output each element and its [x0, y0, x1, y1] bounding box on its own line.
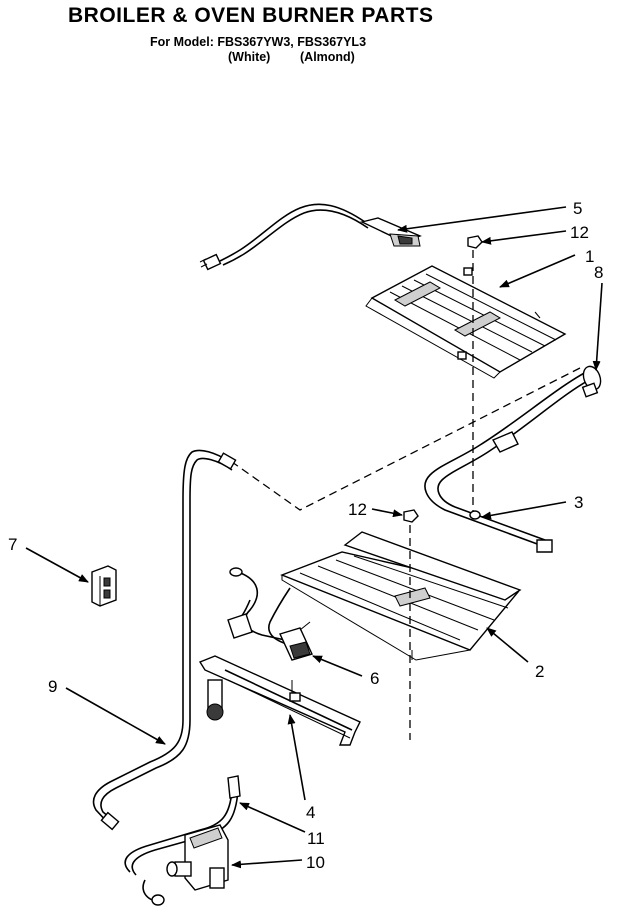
oven-burner-baffle: [280, 531, 522, 661]
callout-9: 9: [48, 677, 57, 696]
callout-5: 5: [573, 199, 582, 218]
arrow-icon: [231, 859, 303, 869]
callout-2: 2: [535, 662, 544, 681]
gas-supply-tube: [92, 449, 237, 831]
callout-6: 6: [370, 669, 379, 688]
arrow-icon: [371, 508, 403, 518]
callout-11: 11: [307, 829, 325, 848]
connection-line: [231, 367, 581, 511]
arrow-icon: [65, 687, 166, 745]
callout-10: 10: [306, 853, 325, 872]
arrow-icon: [397, 206, 567, 233]
oven-igniter: [227, 567, 313, 661]
arrow-icon: [499, 254, 576, 288]
callout-labels: 5 12 1 8 3 12 2 6 7 9 4 11 10: [8, 199, 603, 872]
callout-4: 4: [306, 803, 315, 822]
arrow-icon: [481, 501, 567, 520]
burner-valve: [124, 775, 241, 906]
variant-almond: (Almond): [300, 50, 355, 64]
callout-3: 3: [574, 493, 583, 512]
leader-arrows: [25, 206, 603, 869]
model-line: For Model: FBS367YW3, FBS367YL3: [150, 35, 367, 49]
page-title: BROILER & OVEN BURNER PARTS: [68, 4, 434, 27]
arrow-icon: [25, 547, 89, 583]
callout-12-mid: 12: [348, 500, 367, 519]
broiler-burner-baffle: [365, 265, 567, 379]
arrow-icon: [239, 802, 306, 833]
callout-12-top: 12: [570, 223, 589, 242]
igniter-switch: [91, 565, 117, 607]
nut-icon: [467, 235, 483, 249]
arrow-icon: [592, 282, 603, 371]
nut-icon: [403, 509, 419, 523]
callout-1: 1: [585, 247, 594, 266]
callout-8: 8: [594, 263, 603, 282]
callout-7: 7: [8, 535, 17, 554]
variant-white: (White): [228, 50, 271, 64]
broiler-burner-tube: [424, 365, 602, 553]
arrow-icon: [287, 714, 306, 801]
arrow-icon: [481, 230, 567, 245]
oven-burner: [198, 655, 361, 746]
broiler-igniter: [199, 203, 422, 271]
arrow-icon: [312, 655, 363, 677]
arrow-icon: [486, 627, 529, 663]
